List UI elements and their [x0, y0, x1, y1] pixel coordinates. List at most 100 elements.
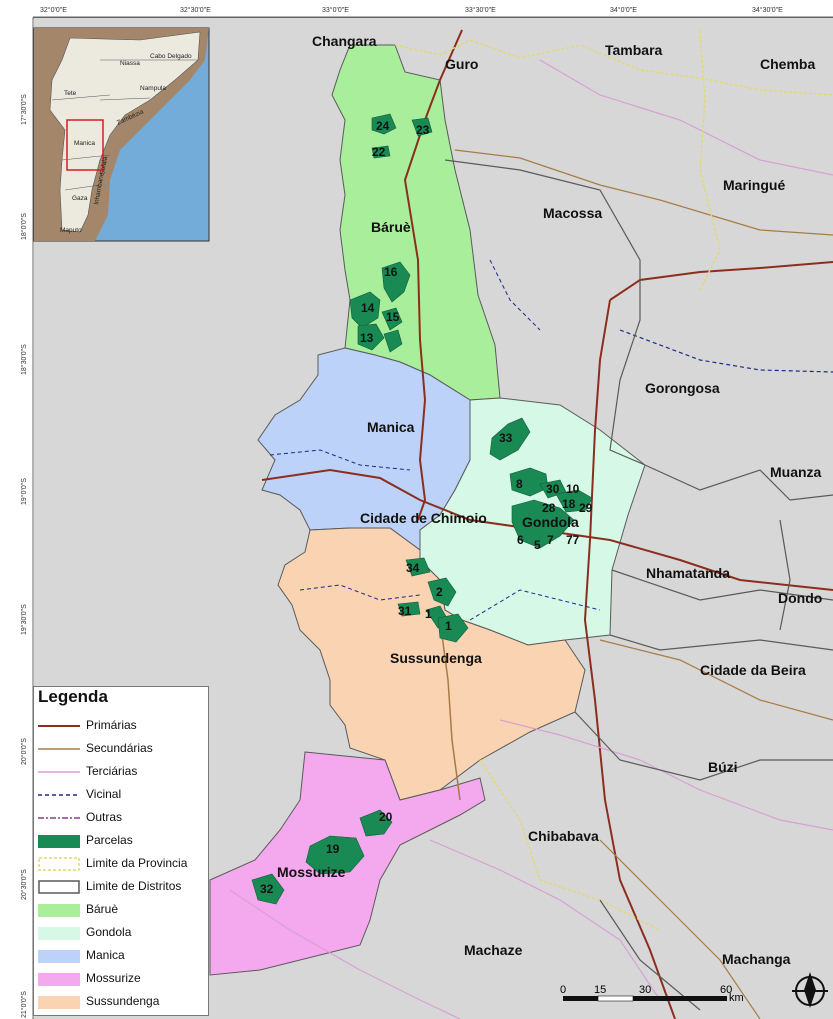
parcel-label: 30: [546, 482, 560, 496]
scale-label-2: 30: [639, 984, 651, 996]
lat-tick-3: 19°0'0"S: [20, 478, 28, 505]
lat-tick-7: 21°0'0"S: [20, 991, 28, 1018]
legend-item-manica: Manica: [36, 945, 208, 967]
lat-tick-1: 18°0'0"S: [20, 213, 28, 240]
scale-label-3: 60: [720, 984, 732, 996]
label-gondola: Gondola: [522, 514, 579, 530]
label-chibabava: Chibabava: [528, 828, 599, 844]
parcel-label: 18: [562, 497, 576, 511]
gondola-swatch-icon: [38, 927, 80, 940]
mossurize-swatch-icon: [38, 973, 80, 986]
legend-label: Vicinal: [86, 787, 122, 801]
boundaries: [394, 29, 833, 1011]
inset-label: Maputo: [60, 227, 82, 234]
label-machaze: Machaze: [464, 942, 523, 958]
lat-tick-0: 17°30'0"S: [20, 94, 28, 125]
legend-label: Manica: [86, 948, 125, 962]
north-arrow-icon: [792, 972, 828, 1008]
parcel-label: 13: [360, 331, 374, 345]
lon-tick-0: 32°0'0"E: [40, 6, 67, 14]
legend-label: Báruè: [86, 902, 119, 916]
parcel-label: 8: [516, 477, 523, 491]
parcel-label: 20: [379, 810, 393, 824]
lat-tick-6: 20°30'0"S: [20, 869, 28, 900]
parcel-label: 10: [566, 482, 580, 496]
parcel-label: 14: [361, 301, 375, 315]
legend-item-sussundenga: Sussundenga: [36, 991, 208, 1013]
parcel-label: 32: [260, 882, 274, 896]
parcel-label: 31: [398, 604, 412, 618]
lon-tick-1: 32°30'0"E: [180, 6, 211, 14]
parcel-label: 23: [416, 123, 430, 137]
lat-tick-4: 19°30'0"S: [20, 604, 28, 635]
parcel-label: 7: [547, 533, 554, 547]
legend-item-limite-provincia: Limite da Provincia: [36, 853, 208, 875]
legend-title: Legenda: [38, 687, 108, 706]
lon-tick-3: 33°30'0"E: [465, 6, 496, 14]
legend-label: Terciárias: [86, 764, 138, 778]
parcel-label: 15: [386, 310, 400, 324]
legend-label: Sussundenga: [86, 994, 160, 1008]
sussundenga-swatch-icon: [38, 996, 80, 1009]
label-machanga: Machanga: [722, 951, 791, 967]
district-boundary-icon: [38, 880, 80, 894]
inset-label: Niassa: [120, 60, 140, 67]
legend-item-outras: Outras: [36, 807, 208, 829]
legend-item-mossurize: Mossurize: [36, 968, 208, 990]
label-macossa: Macossa: [543, 205, 602, 221]
label-changara: Changara: [312, 33, 377, 49]
label-sussundenga: Sussundenga: [390, 650, 482, 666]
legend-label: Primárias: [86, 718, 137, 732]
label-beira: Cidade da Beira: [700, 662, 806, 678]
legend-item-vicinal: Vicinal: [36, 784, 208, 806]
label-manica: Manica: [367, 419, 415, 435]
secondary-road-icon: [38, 748, 80, 750]
parcel-label: 34: [406, 561, 420, 575]
label-gorongosa: Gorongosa: [645, 380, 720, 396]
inset-label: Nampula: [140, 85, 166, 92]
lon-tick-2: 33°0'0"E: [322, 6, 349, 14]
inset-label: Manica: [74, 140, 95, 147]
label-chemba: Chemba: [760, 56, 815, 72]
lat-tick-5: 20°0'0"S: [20, 738, 28, 765]
parcel-label: 1: [445, 619, 452, 633]
legend-item-terciarias: Terciárias: [36, 761, 208, 783]
parcel-swatch-icon: [38, 835, 80, 848]
legend: Legenda Primárias Secundárias Terciárias…: [33, 686, 209, 1016]
parcel-label: 1: [425, 607, 432, 621]
parcel-label: 19: [326, 842, 340, 856]
label-dondo: Dondo: [778, 590, 822, 606]
legend-label: Secundárias: [86, 741, 153, 755]
label-buzi: Búzi: [708, 759, 738, 775]
vicinal-road-icon: [38, 794, 80, 796]
label-tambara: Tambara: [605, 42, 663, 58]
label-nhamatanda: Nhamatanda: [646, 565, 730, 581]
label-maringue: Maringué: [723, 177, 785, 193]
inset-label: Cabo Delgado: [150, 53, 192, 60]
inset-label: Gaza: [72, 195, 88, 202]
parcel-label: 28: [542, 501, 556, 515]
tertiary-road-icon: [38, 771, 80, 773]
legend-label: Limite da Provincia: [86, 856, 188, 870]
legend-item-barue: Báruè: [36, 899, 208, 921]
parcel-label: 29: [579, 501, 593, 515]
scale-label-0: 0: [560, 984, 566, 996]
parcel-labels: 24 23 22 16 14 15 13 33 8 30 10 18 28 29…: [260, 119, 593, 896]
legend-label: Outras: [86, 810, 123, 824]
lon-tick-4: 34°0'0"E: [610, 6, 637, 14]
scale-bar: 0 15 30 60 km: [560, 984, 744, 1004]
lon-tick-5: 34°30'0"E: [752, 6, 783, 14]
parcel-label: 6: [517, 533, 524, 547]
scale-unit: km: [729, 992, 744, 1004]
province-boundary-icon: [38, 857, 80, 871]
other-road-icon: [38, 817, 80, 819]
label-guro: Guro: [445, 56, 478, 72]
legend-item-secundarias: Secundárias: [36, 738, 208, 760]
legend-label: Limite de Distritos: [86, 879, 182, 893]
parcel-label: 2: [436, 585, 443, 599]
label-barue: Báruè: [371, 219, 411, 235]
district-labels: Changara Guro Tambara Chemba Báruè Macos…: [277, 33, 822, 967]
parcel-label: 22: [372, 145, 386, 159]
lat-tick-2: 18°30'0"S: [20, 344, 28, 375]
parcel-label: 5: [534, 538, 541, 552]
